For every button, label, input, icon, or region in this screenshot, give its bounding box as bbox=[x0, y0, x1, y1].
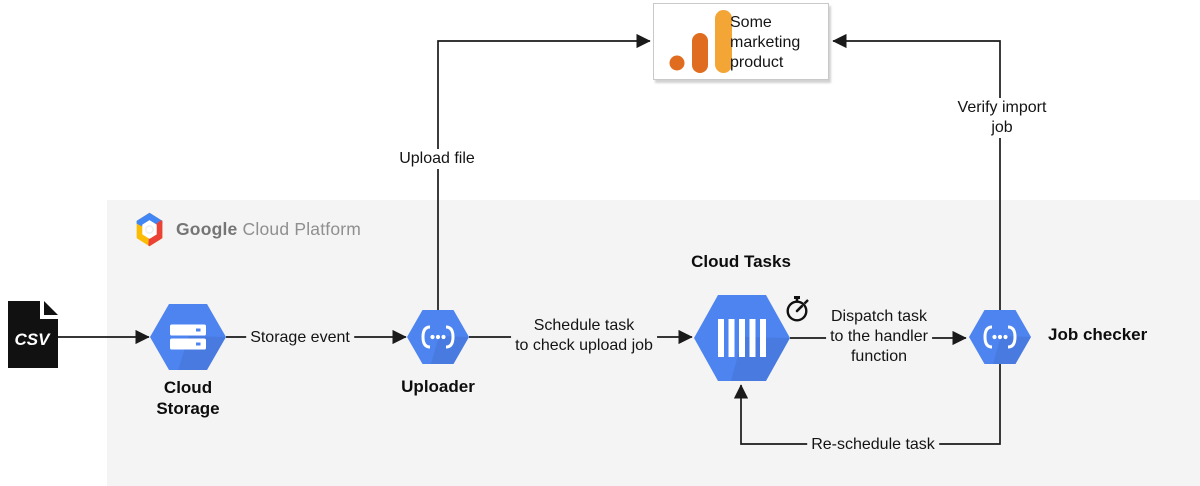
stopwatch-icon bbox=[786, 296, 809, 322]
google-cloud-logo-icon bbox=[136, 212, 163, 246]
job-checker-function-icon bbox=[969, 310, 1031, 364]
cloud-storage-icon bbox=[150, 304, 226, 370]
uploader-label: Uploader bbox=[401, 377, 475, 396]
edge-checker-to-marketing bbox=[832, 33, 1001, 310]
job-checker-label: Job checker bbox=[1048, 325, 1148, 344]
gcp-brand-google: Google bbox=[176, 218, 238, 239]
svg-text:CSV: CSV bbox=[15, 330, 52, 349]
edge-label-storage-event: Storage event bbox=[246, 328, 354, 348]
gcp-brand-text: Google Cloud Platform bbox=[176, 219, 361, 240]
edge-label-upload-file: Upload file bbox=[395, 149, 479, 169]
gcp-brand: Google Cloud Platform bbox=[134, 211, 361, 247]
edge-label-reschedule-task: Re-schedule task bbox=[807, 435, 939, 455]
analytics-icon bbox=[669, 10, 732, 73]
uploader-function-icon bbox=[407, 310, 469, 364]
csv-file-icon: CSV bbox=[8, 301, 58, 368]
cloud-tasks-label: Cloud Tasks bbox=[691, 252, 791, 271]
edge-uploader-to-marketing bbox=[437, 33, 651, 310]
cloud-tasks-icon bbox=[694, 295, 790, 381]
gcp-brand-suffix: Cloud Platform bbox=[242, 218, 362, 239]
